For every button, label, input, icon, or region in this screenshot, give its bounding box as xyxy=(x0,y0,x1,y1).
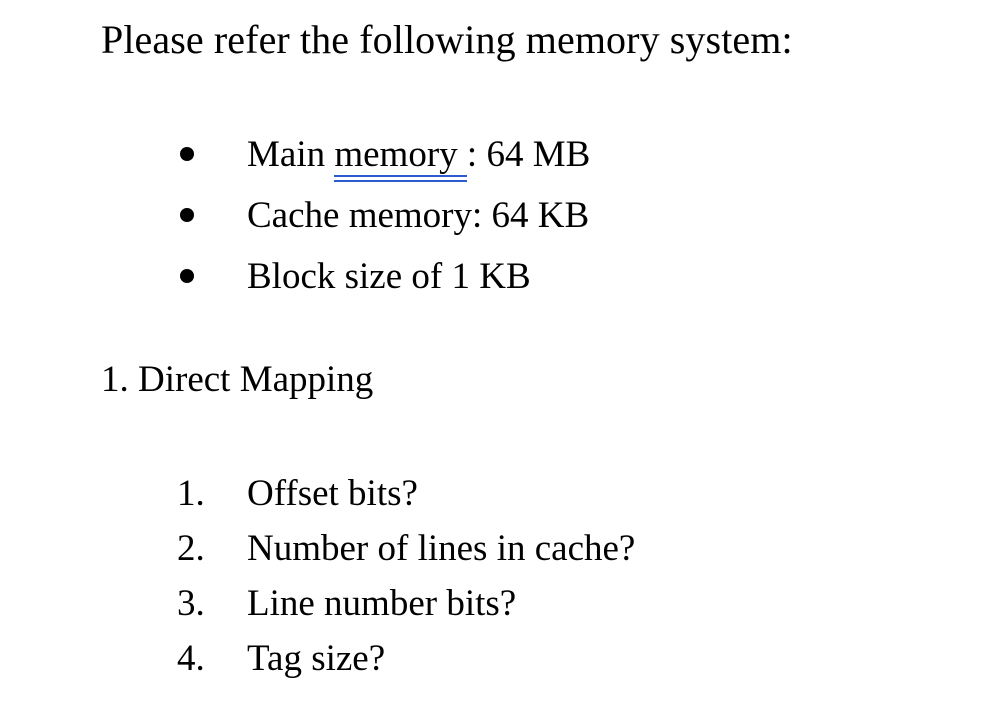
bullet-icon xyxy=(180,269,194,283)
spelling-marked-text[interactable]: memory xyxy=(334,124,467,185)
list-item: 1. Offset bits? xyxy=(0,466,984,521)
list-marker: 3. xyxy=(177,583,205,624)
question-label: Offset bits? xyxy=(247,473,418,514)
bullet-icon xyxy=(180,208,194,222)
list-marker: 2. xyxy=(177,528,205,569)
spec-item-label: Cache memory: 64 KB xyxy=(247,195,590,236)
spec-text-suffix: : 64 MB xyxy=(466,134,591,175)
list-item: 3. Line number bits? xyxy=(0,576,984,631)
page-title: Please refer the following memory system… xyxy=(101,17,793,62)
bullet-icon xyxy=(180,147,194,161)
spec-item-label: Main memory : 64 MB xyxy=(247,124,590,185)
spec-text-prefix: Main xyxy=(247,134,335,175)
spec-item-label: Block size of 1 KB xyxy=(247,256,531,297)
question-label: Tag size? xyxy=(247,638,386,679)
list-marker: 1. xyxy=(177,473,205,514)
list-item: Main memory : 64 MB xyxy=(0,124,984,185)
list-item: Cache memory: 64 KB xyxy=(0,185,984,246)
list-item: 4. Tag size? xyxy=(0,631,984,686)
question-list: 1. Offset bits? 2. Number of lines in ca… xyxy=(0,466,984,686)
list-marker: 4. xyxy=(177,638,205,679)
section-heading: 1. Direct Mapping xyxy=(101,359,374,400)
list-item: 2. Number of lines in cache? xyxy=(0,521,984,576)
memory-spec-list: Main memory : 64 MB Cache memory: 64 KB … xyxy=(0,124,984,307)
list-item: Block size of 1 KB xyxy=(0,246,984,307)
question-label: Line number bits? xyxy=(247,583,517,624)
question-label: Number of lines in cache? xyxy=(247,528,636,569)
